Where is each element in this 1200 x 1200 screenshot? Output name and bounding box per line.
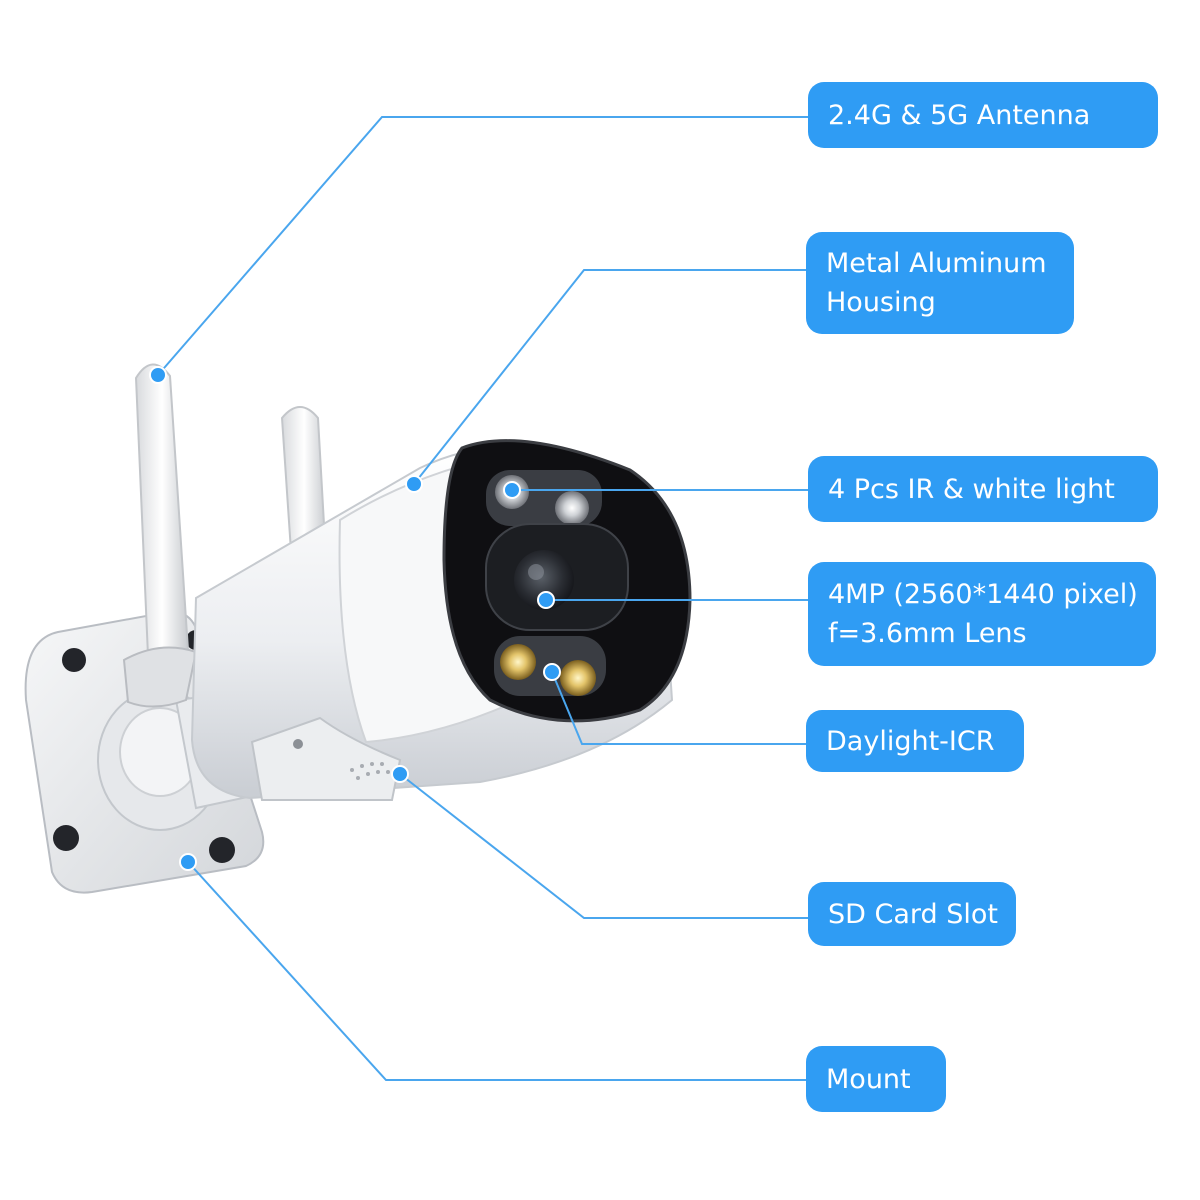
callout-anchor-dot bbox=[405, 475, 423, 493]
callout-antenna-text: 2.4G & 5G Antenna bbox=[828, 99, 1091, 131]
callout-housing-text-1: Metal Aluminum bbox=[826, 248, 1047, 279]
callout-housing-text-2: Housing bbox=[826, 287, 936, 318]
leader-lines bbox=[157, 116, 808, 1081]
callout-anchor-dot bbox=[179, 853, 197, 871]
bullet-camera-illustration bbox=[24, 363, 692, 894]
callout-lens-text-1: 4MP (2560*1440 pixel) bbox=[828, 579, 1138, 610]
callout-mount-text: Mount bbox=[826, 1063, 911, 1095]
leader-housing bbox=[413, 269, 808, 485]
callout-mount: Mount bbox=[806, 1046, 946, 1112]
leader-sd-card bbox=[399, 773, 808, 919]
callout-sd-card: SD Card Slot bbox=[808, 882, 1016, 946]
callout-anchor-dot bbox=[537, 591, 555, 609]
callout-ir-light: 4 Pcs IR & white light bbox=[808, 456, 1158, 522]
callout-anchor-dot bbox=[149, 366, 167, 384]
leader-mount bbox=[187, 861, 808, 1081]
callout-lens: 4MP (2560*1440 pixel) f=3.6mm Lens bbox=[808, 562, 1156, 666]
antenna-front bbox=[122, 363, 198, 708]
callout-antenna: 2.4G & 5G Antenna bbox=[808, 82, 1158, 148]
callout-icr: Daylight-ICR bbox=[806, 710, 1024, 772]
callout-icr-text: Daylight-ICR bbox=[826, 725, 995, 757]
callout-sd-card-text: SD Card Slot bbox=[828, 898, 999, 930]
callout-anchor-dot bbox=[391, 765, 409, 783]
leader-icr bbox=[551, 671, 808, 745]
leader-antenna bbox=[157, 116, 808, 376]
speaker-holes bbox=[350, 762, 390, 780]
callout-lens-text-2: f=3.6mm Lens bbox=[828, 618, 1027, 649]
anchor-dots bbox=[149, 366, 561, 871]
camera-front-face bbox=[442, 439, 692, 723]
callout-anchor-dot bbox=[503, 481, 521, 499]
callout-ir-light-text: 4 Pcs IR & white light bbox=[828, 473, 1115, 505]
top-led-panel bbox=[486, 470, 602, 526]
callout-anchor-dot bbox=[543, 663, 561, 681]
callout-housing: Metal Aluminum Housing bbox=[806, 232, 1074, 334]
lens-window bbox=[485, 523, 629, 631]
